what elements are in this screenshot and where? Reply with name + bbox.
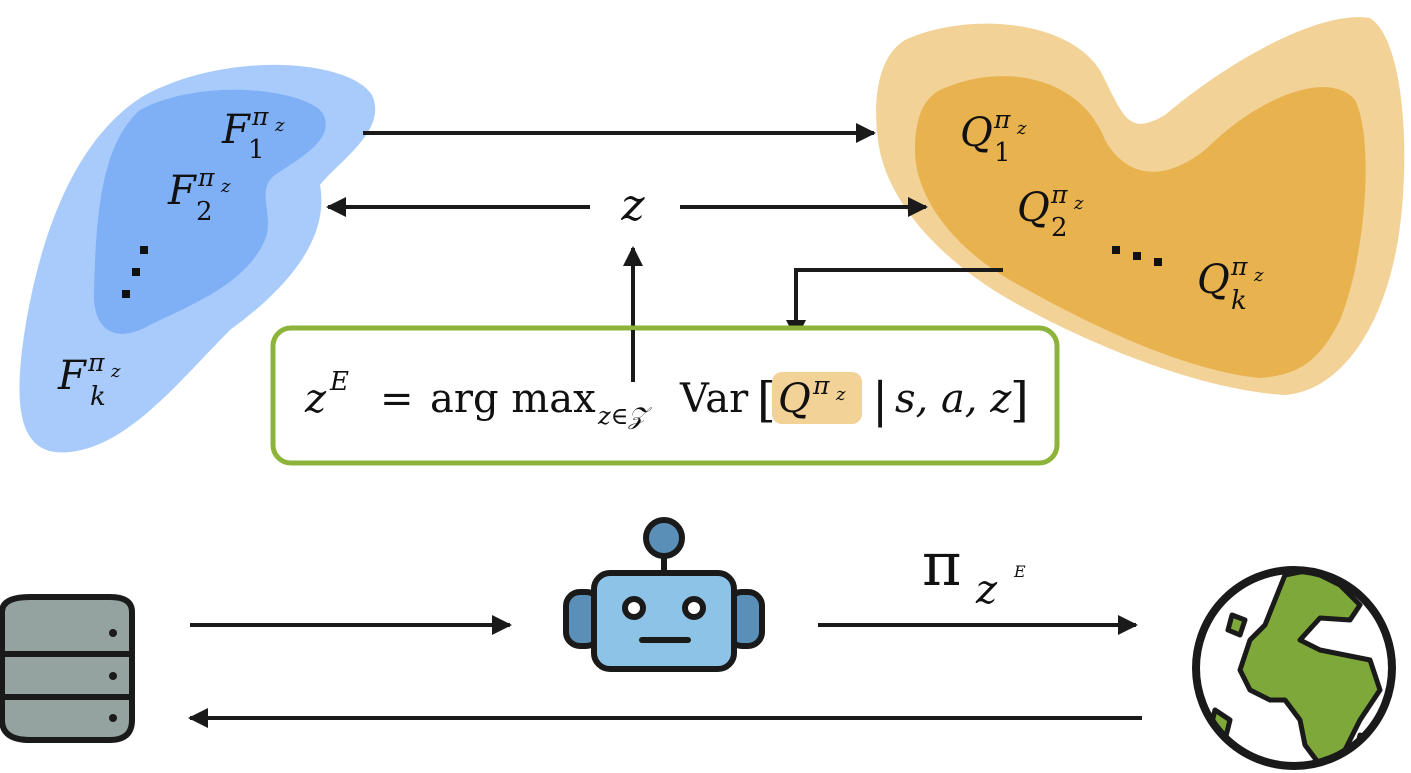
- f-dot: [140, 246, 148, 254]
- qk-sup: π: [1230, 252, 1248, 281]
- q1-sub: 1: [994, 138, 1011, 168]
- fk-supsub: z: [110, 361, 121, 382]
- qk-sub: k: [1231, 286, 1247, 316]
- database-led: [109, 672, 117, 680]
- fk-sup: π: [87, 348, 105, 377]
- fk-label: F π z k: [57, 348, 121, 412]
- f1-base: F: [221, 107, 251, 153]
- formula-box-border: [270, 325, 1060, 466]
- f2-label: F π z 2: [167, 163, 231, 227]
- formula-cond: s, a, z: [895, 376, 1012, 422]
- q-ellipsis: [1112, 246, 1162, 266]
- f2-supsub: z: [220, 176, 231, 197]
- formula-bar: |: [872, 372, 888, 428]
- formula-rbracket: ]: [1010, 372, 1029, 428]
- q2-label: Q π z 2: [1017, 180, 1084, 243]
- f-ellipsis: [122, 246, 148, 298]
- orange-inner-blob: [915, 76, 1366, 379]
- policy-subsup: E: [1013, 562, 1026, 581]
- database-disk-bottom: [0, 694, 135, 743]
- f1-label: F π z 1: [221, 102, 285, 165]
- q-dot: [1154, 258, 1162, 266]
- formula-text: z E = arg max z∈𝒵 Var [ Q π z | s, a, z …: [304, 367, 1029, 430]
- q-dot: [1112, 246, 1120, 254]
- q1-supsub: z: [1016, 118, 1027, 139]
- q-to-formula-arrow: [786, 268, 1003, 340]
- formula-q-supsub: z: [835, 384, 846, 405]
- robot-eye-right: [682, 596, 706, 620]
- f1-sub: 1: [248, 135, 265, 165]
- globe-island: [1225, 612, 1248, 638]
- bottom-arrows: [188, 615, 1142, 728]
- z-variable: z: [620, 180, 645, 231]
- globe-icon: [1192, 566, 1396, 770]
- q2-sup: π: [1050, 180, 1068, 209]
- formula-lhs-base: z: [304, 376, 327, 422]
- robot-head: [591, 570, 737, 672]
- formula-q-base: Q: [778, 376, 811, 422]
- formula-lhs-sup: E: [329, 367, 349, 397]
- qk-base: Q: [1197, 257, 1230, 303]
- blue-inner-blob: [93, 89, 326, 334]
- policy-label: π z E: [922, 530, 1026, 613]
- q1-label: Q π z 1: [960, 105, 1027, 168]
- f1-sup: π: [251, 102, 269, 131]
- f2-sup: π: [197, 163, 215, 192]
- formula-lbracket: [: [757, 372, 776, 428]
- f-dot: [132, 268, 140, 276]
- formula-var: Var: [679, 376, 749, 422]
- q1-base: Q: [960, 110, 993, 156]
- formula-argmax-sub: z∈𝒵: [597, 402, 652, 430]
- q2-base: Q: [1017, 185, 1050, 231]
- globe-landmass: [1237, 570, 1383, 766]
- q2-supsub: z: [1073, 193, 1084, 214]
- f2-base: F: [167, 168, 197, 214]
- policy-pi: π: [922, 530, 961, 600]
- database-icon: [0, 594, 135, 743]
- formula-argmax: arg max: [430, 376, 596, 422]
- database-led: [109, 629, 117, 637]
- q-highlight: [772, 372, 862, 424]
- f1-supsub: z: [274, 115, 285, 136]
- robot-antenna-ball: [643, 517, 685, 559]
- formula-q-sup: π: [812, 371, 830, 400]
- q2-sub: 2: [1051, 213, 1068, 243]
- q1-sup: π: [993, 105, 1011, 134]
- q-ensemble-region: Q π z 1 Q π z 2 Q π z k: [876, 17, 1405, 395]
- f-dot: [122, 290, 130, 298]
- formula-box: z E = arg max z∈𝒵 Var [ Q π z | s, a, z …: [270, 325, 1060, 466]
- f-ensemble-region: F π z 1 F π z 2 F π z k: [19, 64, 376, 453]
- robot-icon: [563, 517, 765, 672]
- qk-label: Q π z k: [1197, 252, 1264, 316]
- database-led: [109, 714, 117, 722]
- database-disk-top: [0, 594, 135, 657]
- fk-base: F: [57, 353, 87, 399]
- robot-eye-left: [622, 596, 646, 620]
- fk-sub: k: [90, 382, 106, 412]
- qk-supsub: z: [1253, 265, 1264, 286]
- formula-equals: =: [380, 376, 414, 422]
- q-dot: [1133, 252, 1141, 260]
- globe-outline: [1192, 566, 1396, 770]
- policy-sub: z: [975, 567, 998, 613]
- f2-sub: 2: [196, 197, 213, 227]
